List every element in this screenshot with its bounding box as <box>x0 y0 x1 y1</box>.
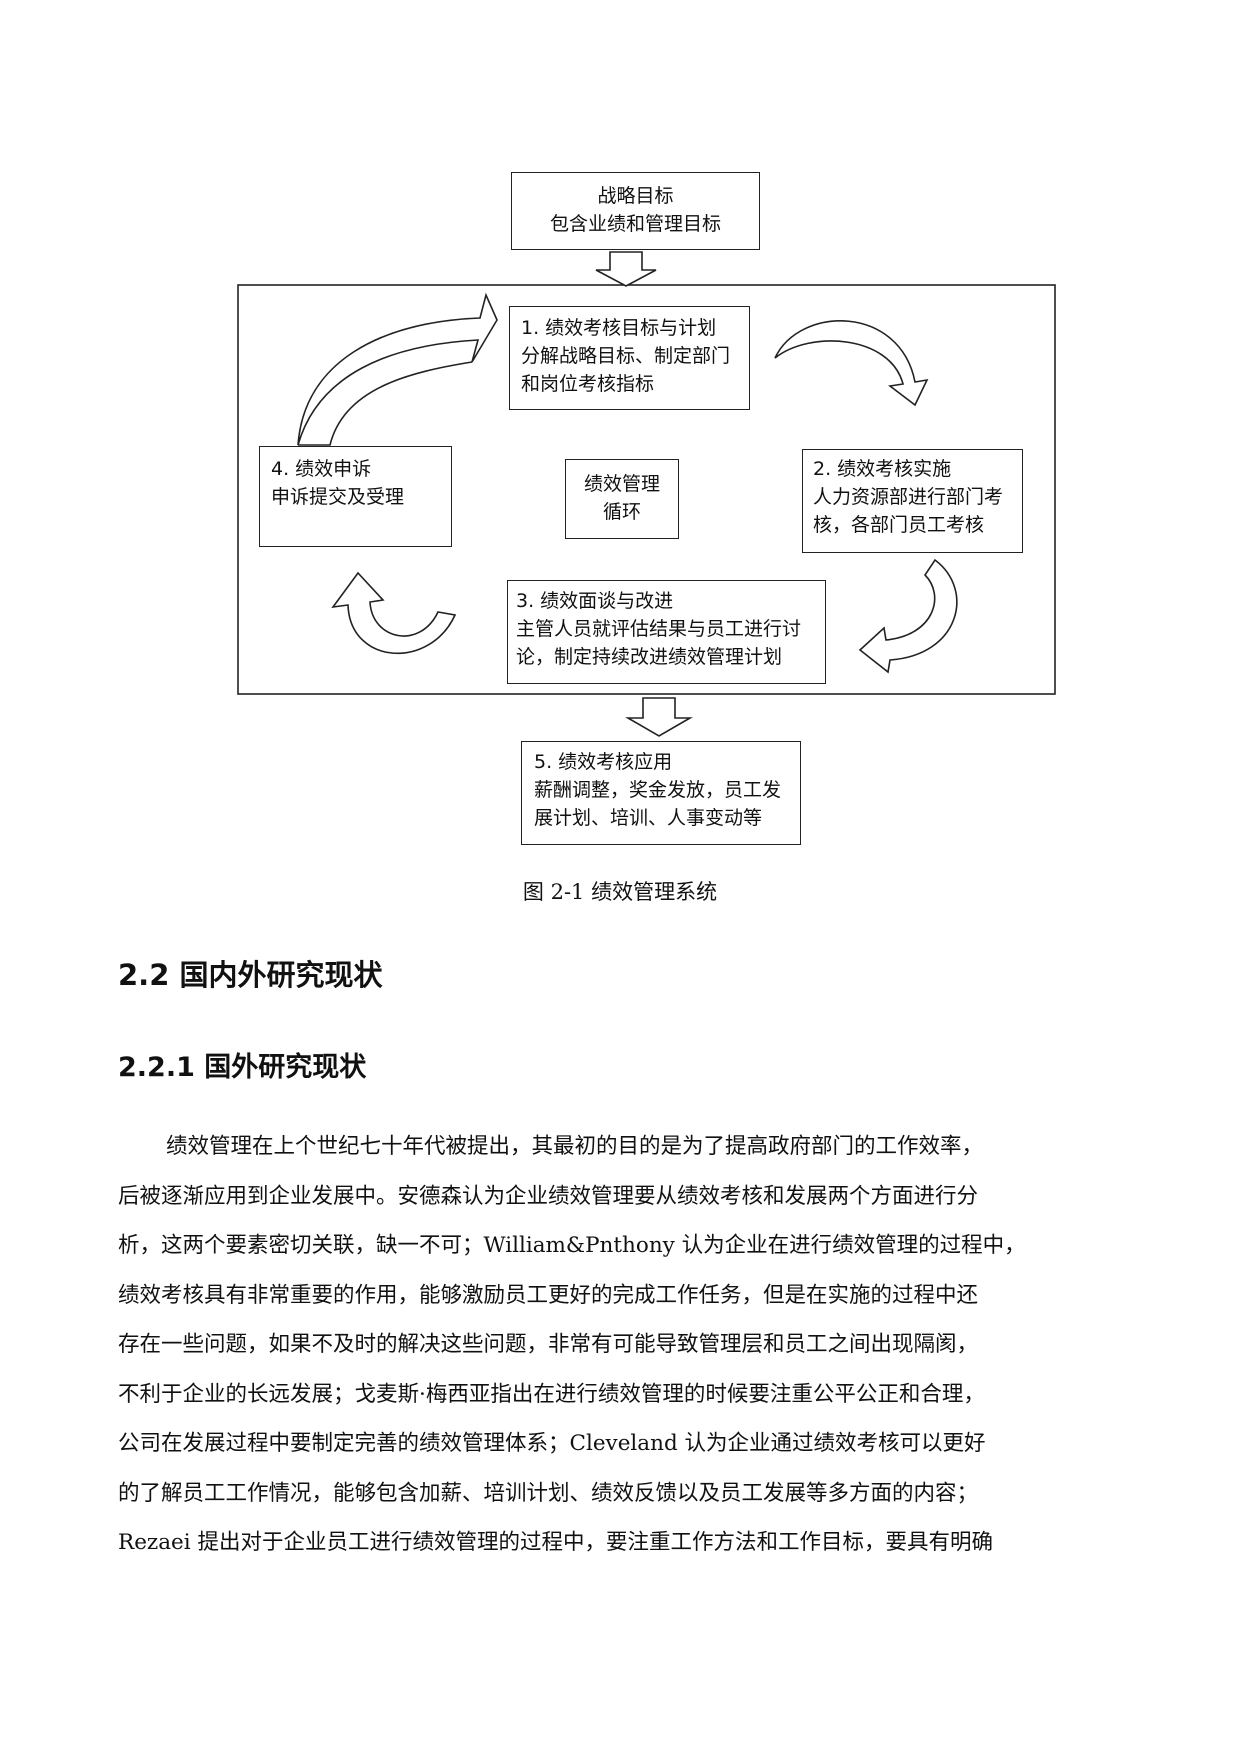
paragraph-line: 存在一些问题，如果不及时的解决这些问题，非常有可能导致管理层和员工之间出现隔阂， <box>118 1332 979 1357</box>
down-arrow-bottom <box>625 697 693 737</box>
cycle-center-box: 绩效管理 循环 <box>565 459 679 539</box>
curved-arrow-upper-left <box>297 292 498 446</box>
cycle-center-label-2: 循环 <box>602 501 641 523</box>
step1-title: 1. 绩效考核目标与计划 <box>521 317 717 339</box>
step3-line3: 论，制定持续改进绩效管理计划 <box>516 646 783 668</box>
step4-box: 4. 绩效申诉 申诉提交及受理 <box>259 446 452 547</box>
step1-line2: 分解战略目标、制定部门 <box>521 345 731 367</box>
paragraph-line: 的了解员工工作情况，能够包含加薪、培训计划、绩效反馈以及员工发展等多方面的内容； <box>118 1480 979 1506</box>
curved-arrow-upper-right <box>774 320 929 407</box>
subsection-heading: 2.2.1 国外研究现状 <box>118 1052 367 1083</box>
paragraph-line: 析，这两个要素密切关联，缺一不可；William&Pnthony 认为企业在进行… <box>118 1233 1026 1258</box>
strategy-goal-box: 战略目标 包含业绩和管理目标 <box>511 172 760 250</box>
section-heading: 2.2 国内外研究现状 <box>118 958 383 992</box>
diagram-arrows <box>237 251 1056 737</box>
curved-arrow-lower-left <box>331 571 457 655</box>
cycle-frame <box>237 284 1056 695</box>
step4-line2: 申诉提交及受理 <box>271 486 405 508</box>
step1-box: 1. 绩效考核目标与计划 分解战略目标、制定部门 和岗位考核指标 <box>509 306 750 410</box>
down-arrow-top <box>595 251 657 287</box>
step2-line2: 人力资源部进行部门考 <box>813 486 1004 508</box>
step4-title: 4. 绩效申诉 <box>271 458 372 480</box>
paragraph-line: 绩效管理在上个世纪七十年代被提出，其最初的目的是为了提高政府部门的工作效率， <box>166 1134 984 1159</box>
paragraph-line: Rezaei 提出对于企业员工进行绩效管理的过程中，要注重工作方法和工作目标，要… <box>118 1530 993 1555</box>
paragraph-line: 绩效考核具有非常重要的作用，能够激励员工更好的完成工作任务，但是在实施的过程中还 <box>118 1282 979 1308</box>
step2-box: 2. 绩效考核实施 人力资源部进行部门考 核，各部门员工考核 <box>802 449 1023 553</box>
step2-title: 2. 绩效考核实施 <box>813 458 952 480</box>
step5-title: 5. 绩效考核应用 <box>534 751 673 773</box>
step3-box: 3. 绩效面谈与改进 主管人员就评估结果与员工进行讨 论，制定持续改进绩效管理计… <box>507 580 826 684</box>
step1-line3: 和岗位考核指标 <box>521 373 655 395</box>
body-paragraph: 绩效管理在上个世纪七十年代被提出，其最初的目的是为了提高政府部门的工作效率， 后… <box>118 1122 1128 1568</box>
paragraph-line: 后被逐渐应用到企业发展中。安德森认为企业绩效管理要从绩效考核和发展两个方面进行分 <box>118 1183 979 1209</box>
paragraph-line: 公司在发展过程中要制定完善的绩效管理体系；Cleveland 认为企业通过绩效考… <box>118 1431 986 1456</box>
strategy-goal-subtitle: 包含业绩和管理目标 <box>549 213 721 235</box>
step3-line2: 主管人员就评估结果与员工进行讨 <box>516 618 802 640</box>
step5-box: 5. 绩效考核应用 薪酬调整，奖金发放，员工发 展计划、培训、人事变动等 <box>521 741 801 845</box>
step3-title: 3. 绩效面谈与改进 <box>516 590 674 612</box>
curved-arrow-lower-right <box>858 558 958 674</box>
step5-line3: 展计划、培训、人事变动等 <box>534 807 763 829</box>
cycle-center-label-1: 绩效管理 <box>583 473 660 495</box>
step5-line2: 薪酬调整，奖金发放，员工发 <box>534 779 782 801</box>
paragraph-line: 不利于企业的长远发展；戈麦斯·梅西亚指出在进行绩效管理的时候要注重公平公正和合理… <box>118 1381 985 1407</box>
strategy-goal-title: 战略目标 <box>597 185 674 207</box>
step2-line3: 核，各部门员工考核 <box>813 514 985 536</box>
performance-management-diagram: 战略目标 包含业绩和管理目标 1. 绩效考核目标与计划 分解战略目标、制定部门 … <box>237 172 1056 845</box>
figure-caption: 图 2-1 绩效管理系统 <box>522 880 718 904</box>
